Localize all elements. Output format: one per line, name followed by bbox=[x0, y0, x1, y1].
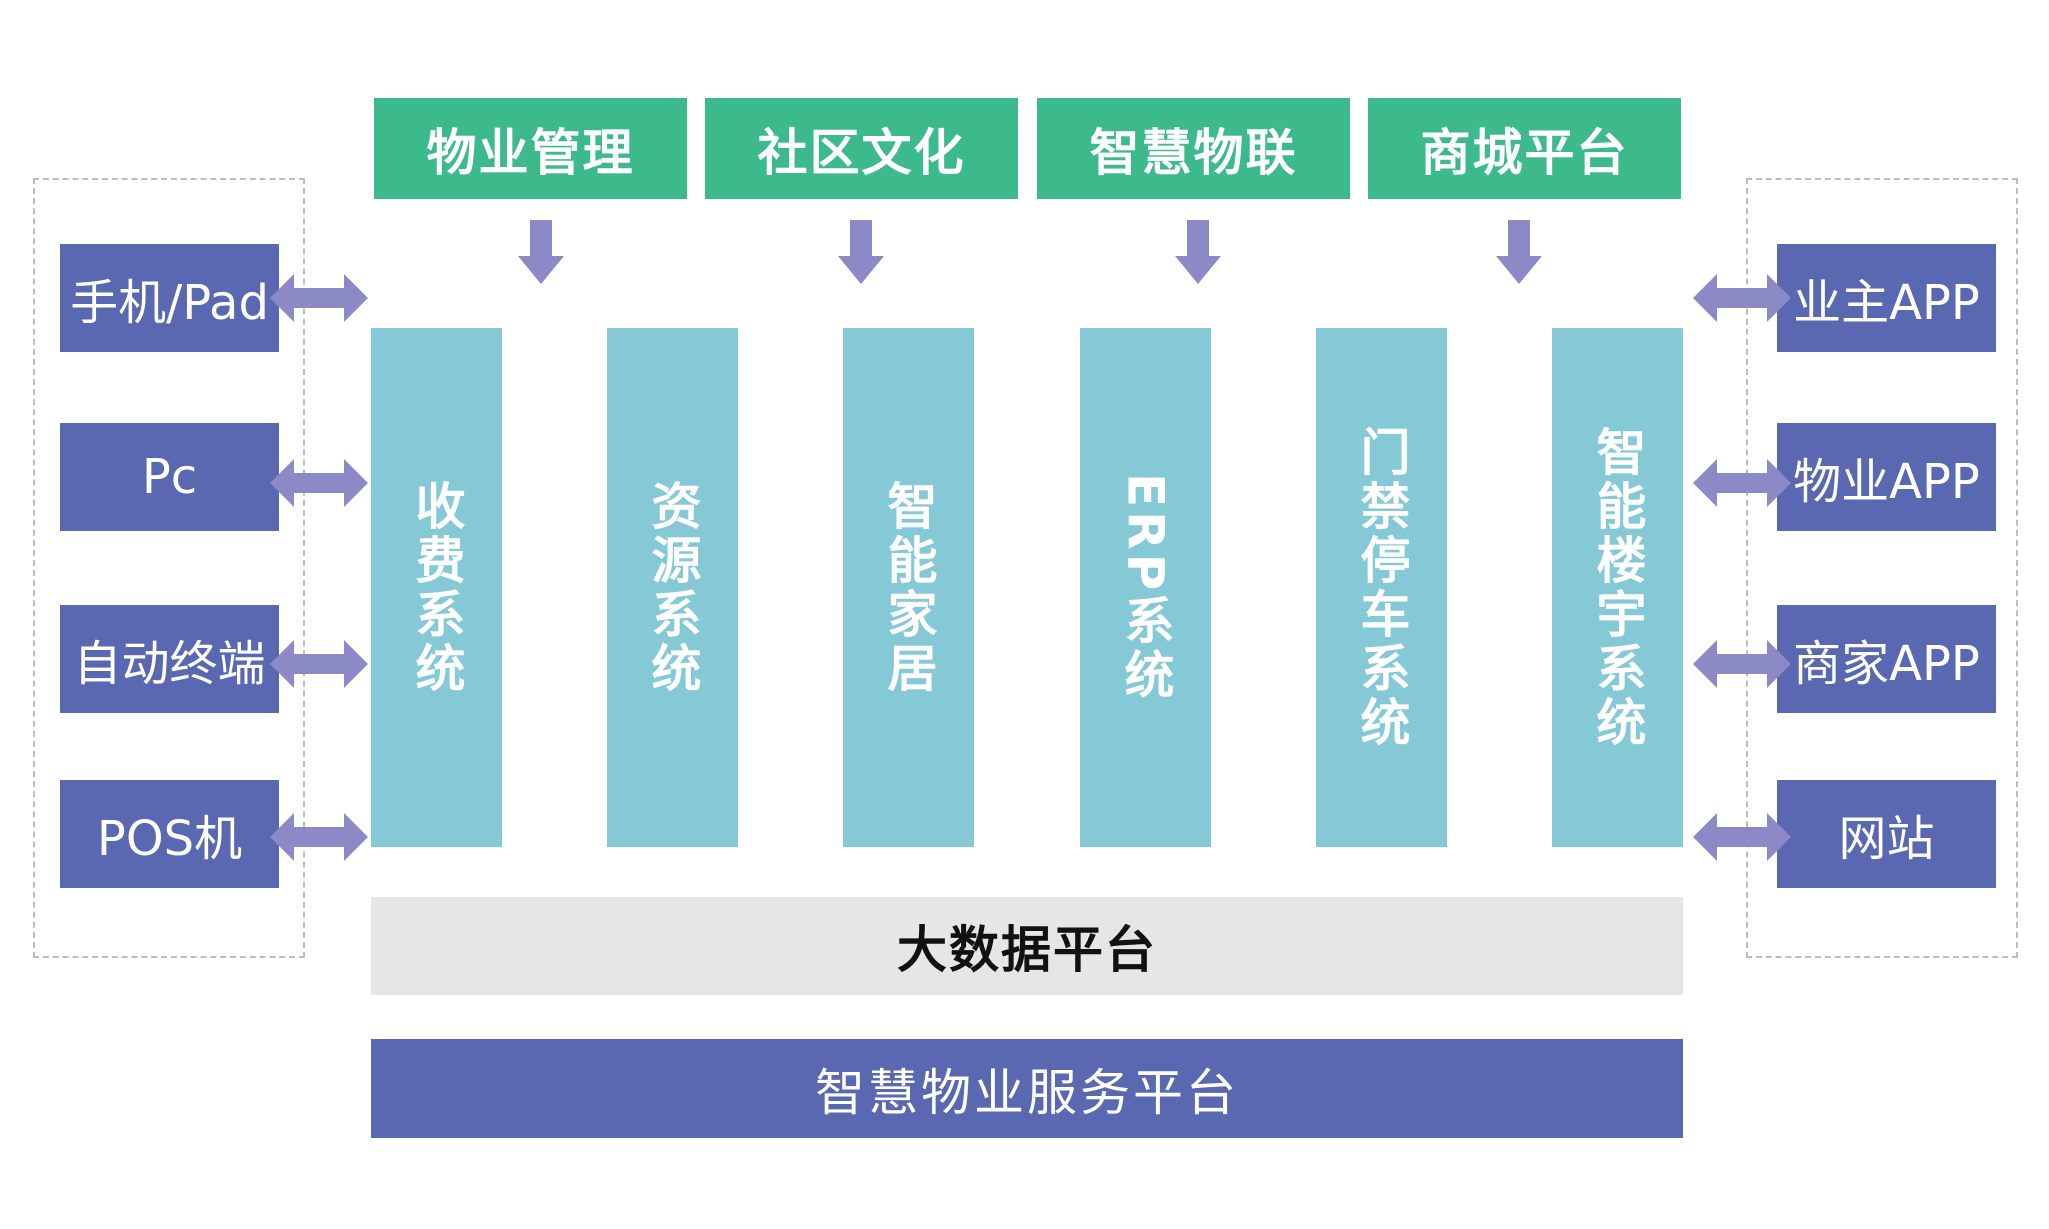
system-smart-home: 智能家居 bbox=[843, 328, 974, 847]
left-terminal-group bbox=[33, 178, 305, 958]
system-erp: ERP系统 bbox=[1080, 328, 1211, 847]
double-arrow-icon bbox=[270, 813, 368, 861]
terminal-mobile-pad: 手机/Pad bbox=[60, 244, 279, 352]
double-arrow-icon bbox=[270, 274, 368, 322]
double-arrow-icon bbox=[1693, 274, 1791, 322]
double-arrow-icon bbox=[1693, 640, 1791, 688]
terminal-pc: Pc bbox=[60, 423, 279, 531]
right-app-group bbox=[1746, 178, 2018, 958]
system-smart-home-label: 智能家居 bbox=[879, 479, 938, 696]
app-merchant: 商家APP bbox=[1777, 605, 1996, 713]
double-arrow-icon bbox=[270, 640, 368, 688]
system-smart-building: 智能楼宇系统 bbox=[1552, 328, 1683, 847]
system-billing-label: 收费系统 bbox=[407, 479, 466, 696]
big-data-platform: 大数据平台 bbox=[371, 897, 1683, 995]
system-resource-label: 资源系统 bbox=[643, 479, 702, 696]
system-erp-label: ERP系统 bbox=[1116, 472, 1175, 703]
module-smart-iot: 智慧物联 bbox=[1037, 98, 1350, 199]
down-arrow-icon bbox=[1175, 220, 1221, 284]
double-arrow-icon bbox=[270, 459, 368, 507]
module-mall-platform: 商城平台 bbox=[1368, 98, 1681, 199]
terminal-pos: POS机 bbox=[60, 780, 279, 888]
module-property-management: 物业管理 bbox=[374, 98, 687, 199]
down-arrow-icon bbox=[838, 220, 884, 284]
down-arrow-icon bbox=[518, 220, 564, 284]
website: 网站 bbox=[1777, 780, 1996, 888]
terminal-self-service: 自动终端 bbox=[60, 605, 279, 713]
system-resource: 资源系统 bbox=[607, 328, 738, 847]
down-arrow-icon bbox=[1496, 220, 1542, 284]
double-arrow-icon bbox=[1693, 459, 1791, 507]
system-access-parking: 门禁停车系统 bbox=[1316, 328, 1447, 847]
system-billing: 收费系统 bbox=[371, 328, 502, 847]
smart-property-service-platform: 智慧物业服务平台 bbox=[371, 1039, 1683, 1138]
system-smart-building-label: 智能楼宇系统 bbox=[1588, 425, 1647, 750]
app-owner: 业主APP bbox=[1777, 244, 1996, 352]
system-access-parking-label: 门禁停车系统 bbox=[1352, 425, 1411, 750]
module-community-culture: 社区文化 bbox=[705, 98, 1018, 199]
app-property: 物业APP bbox=[1777, 423, 1996, 531]
double-arrow-icon bbox=[1693, 813, 1791, 861]
